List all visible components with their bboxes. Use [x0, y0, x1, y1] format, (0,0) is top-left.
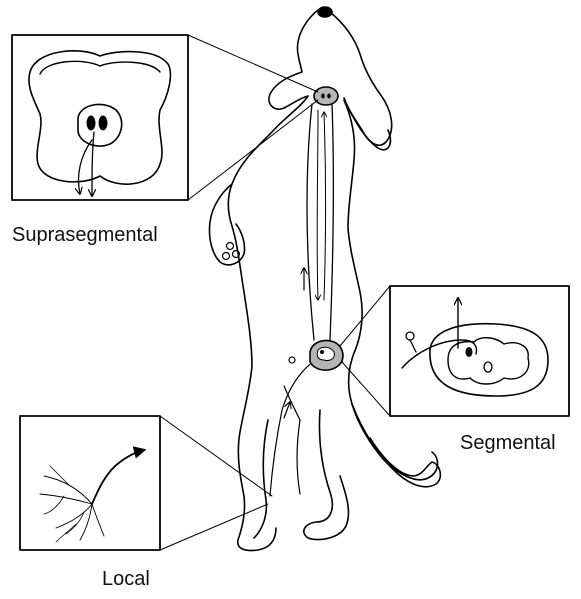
dog-ear [344, 98, 390, 150]
spinal-pathway-ascending [307, 104, 314, 340]
inset-segmental-frame [390, 286, 569, 416]
inset-suprasegmental [12, 35, 318, 200]
dog-hind-leg-left [254, 420, 268, 538]
dog-figure [209, 7, 440, 551]
peripheral-nerve-path [270, 356, 322, 496]
spinal-pathway-descending [330, 104, 333, 340]
inset-segmental [340, 286, 569, 416]
brain-site-marker [314, 87, 338, 105]
label-segmental: Segmental [460, 432, 556, 455]
inset-local [20, 416, 272, 550]
dog-hind-leg-right [304, 410, 349, 540]
label-suprasegmental: Suprasegmental [12, 224, 158, 247]
label-local: Local [102, 568, 150, 591]
dog-nose [318, 7, 332, 17]
inset-local-frame [20, 416, 160, 550]
